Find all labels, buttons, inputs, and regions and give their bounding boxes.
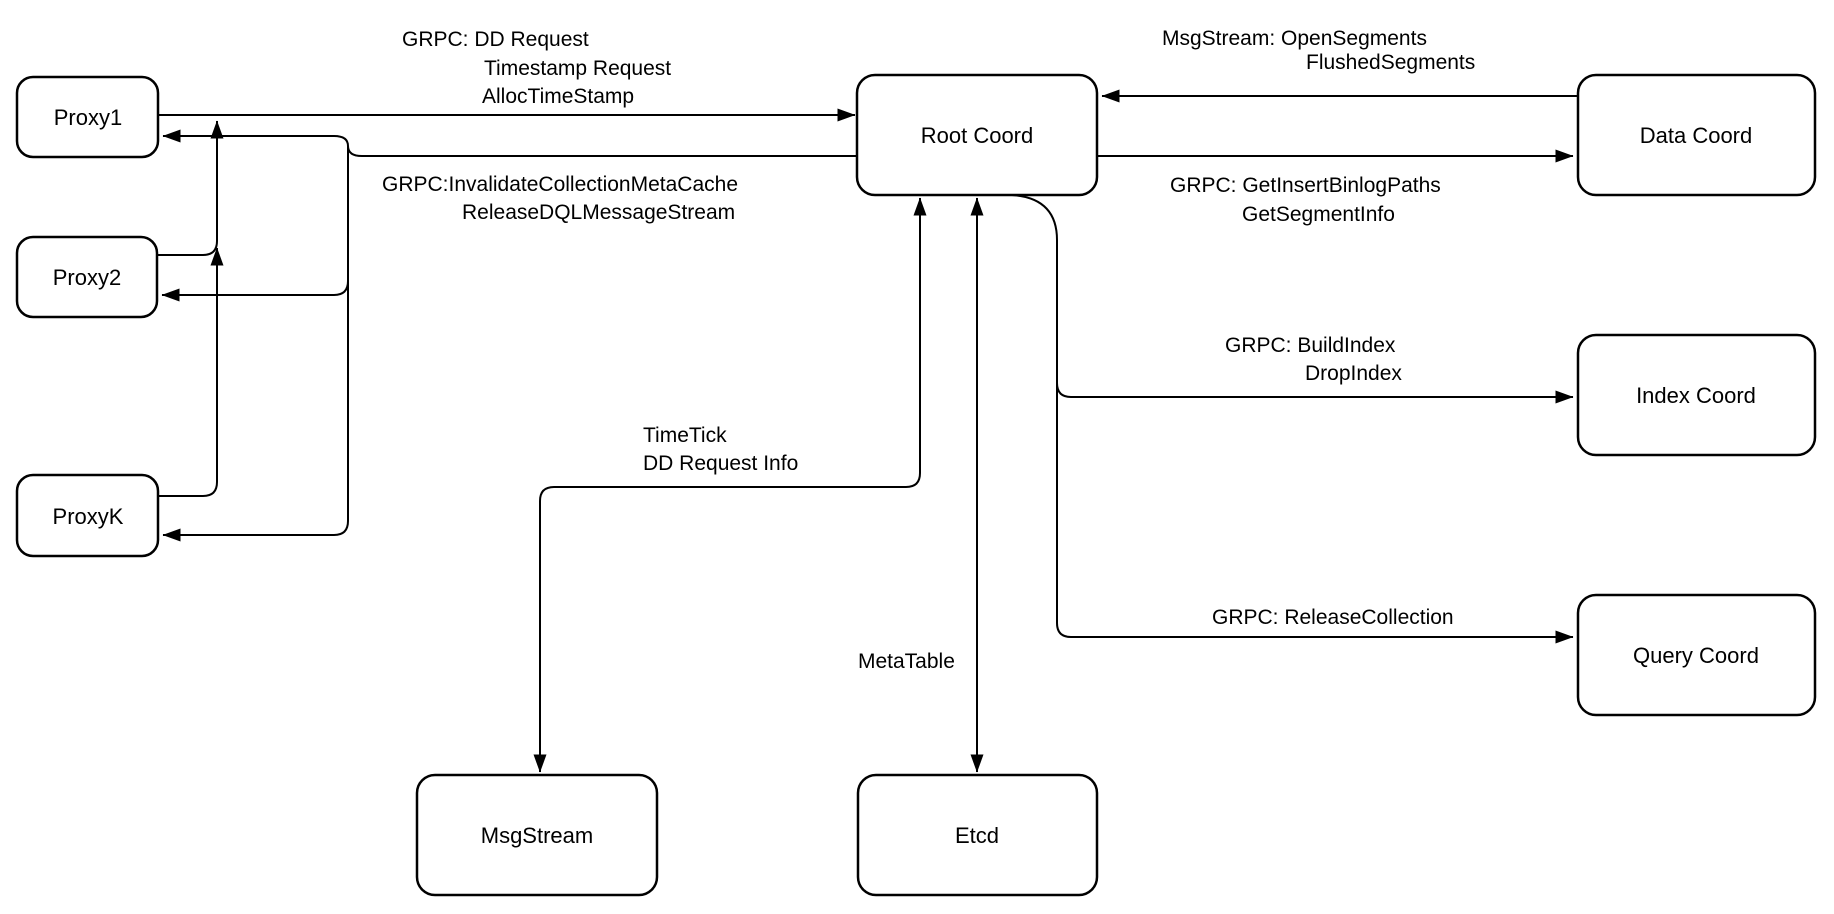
label-data-to-root-2: FlushedSegments <box>1306 51 1475 74</box>
node-root-coord: Root Coord <box>855 73 1099 197</box>
node-msgstream: MsgStream <box>415 773 659 897</box>
label-root-to-etcd: MetaTable <box>858 650 955 673</box>
label-root-to-msgstream-2: DD Request Info <box>643 452 798 475</box>
edge-rootcoord-to-proxy1 <box>162 129 857 157</box>
node-query-coord-label: Query Coord <box>1633 643 1759 668</box>
label-root-to-index-2: DropIndex <box>1305 362 1402 385</box>
node-query-coord: Query Coord <box>1576 593 1817 717</box>
edges <box>157 89 1578 773</box>
node-msgstream-label: MsgStream <box>481 823 593 848</box>
edge-labels: GRPC: DD Request Timestamp Request Alloc… <box>382 27 1475 673</box>
node-index-coord: Index Coord <box>1576 333 1817 457</box>
node-etcd-label: Etcd <box>955 823 999 848</box>
edge-rootcoord-to-proxyk <box>162 146 349 542</box>
node-proxy2-label: Proxy2 <box>53 265 121 290</box>
label-root-to-proxies-1: GRPC:InvalidateCollectionMetaCache <box>382 173 738 196</box>
node-proxy1: Proxy1 <box>15 75 160 159</box>
label-root-to-index-1: GRPC: BuildIndex <box>1225 334 1396 357</box>
label-root-to-data-1: GRPC: GetInsertBinlogPaths <box>1170 174 1441 197</box>
node-root-coord-label: Root Coord <box>921 123 1034 148</box>
node-data-coord-label: Data Coord <box>1640 123 1753 148</box>
edge-proxyk-up-trunk <box>158 247 224 497</box>
label-proxies-to-root-3: AllocTimeStamp <box>482 85 634 108</box>
node-proxy1-label: Proxy1 <box>54 105 122 130</box>
node-etcd: Etcd <box>856 773 1099 897</box>
label-root-to-query: GRPC: ReleaseCollection <box>1212 606 1454 629</box>
label-root-to-data-2: GetSegmentInfo <box>1242 203 1395 226</box>
label-data-to-root-1: MsgStream: OpenSegments <box>1162 27 1427 50</box>
edge-proxy2-up-trunk <box>157 120 224 256</box>
node-proxy2: Proxy2 <box>15 235 159 319</box>
edge-rootcoord-to-proxy2 <box>161 280 349 302</box>
node-data-coord: Data Coord <box>1576 73 1817 197</box>
node-proxyk: ProxyK <box>15 473 160 558</box>
edge-rootcoord-msgstream <box>533 197 927 773</box>
label-proxies-to-root-2: Timestamp Request <box>484 57 671 80</box>
edge-rootcoord-to-indexcoord <box>1056 382 1574 404</box>
label-root-to-msgstream-1: TimeTick <box>643 424 727 447</box>
label-root-to-proxies-2: ReleaseDQLMessageStream <box>462 201 735 224</box>
node-index-coord-label: Index Coord <box>1636 383 1756 408</box>
label-proxies-to-root-1: GRPC: DD Request <box>402 28 589 51</box>
nodes: Proxy1 Proxy2 ProxyK Root Coord Data Coo… <box>15 73 1817 897</box>
node-proxyk-label: ProxyK <box>53 504 124 529</box>
edge-rootcoord-to-querycoord <box>1011 194 1574 644</box>
